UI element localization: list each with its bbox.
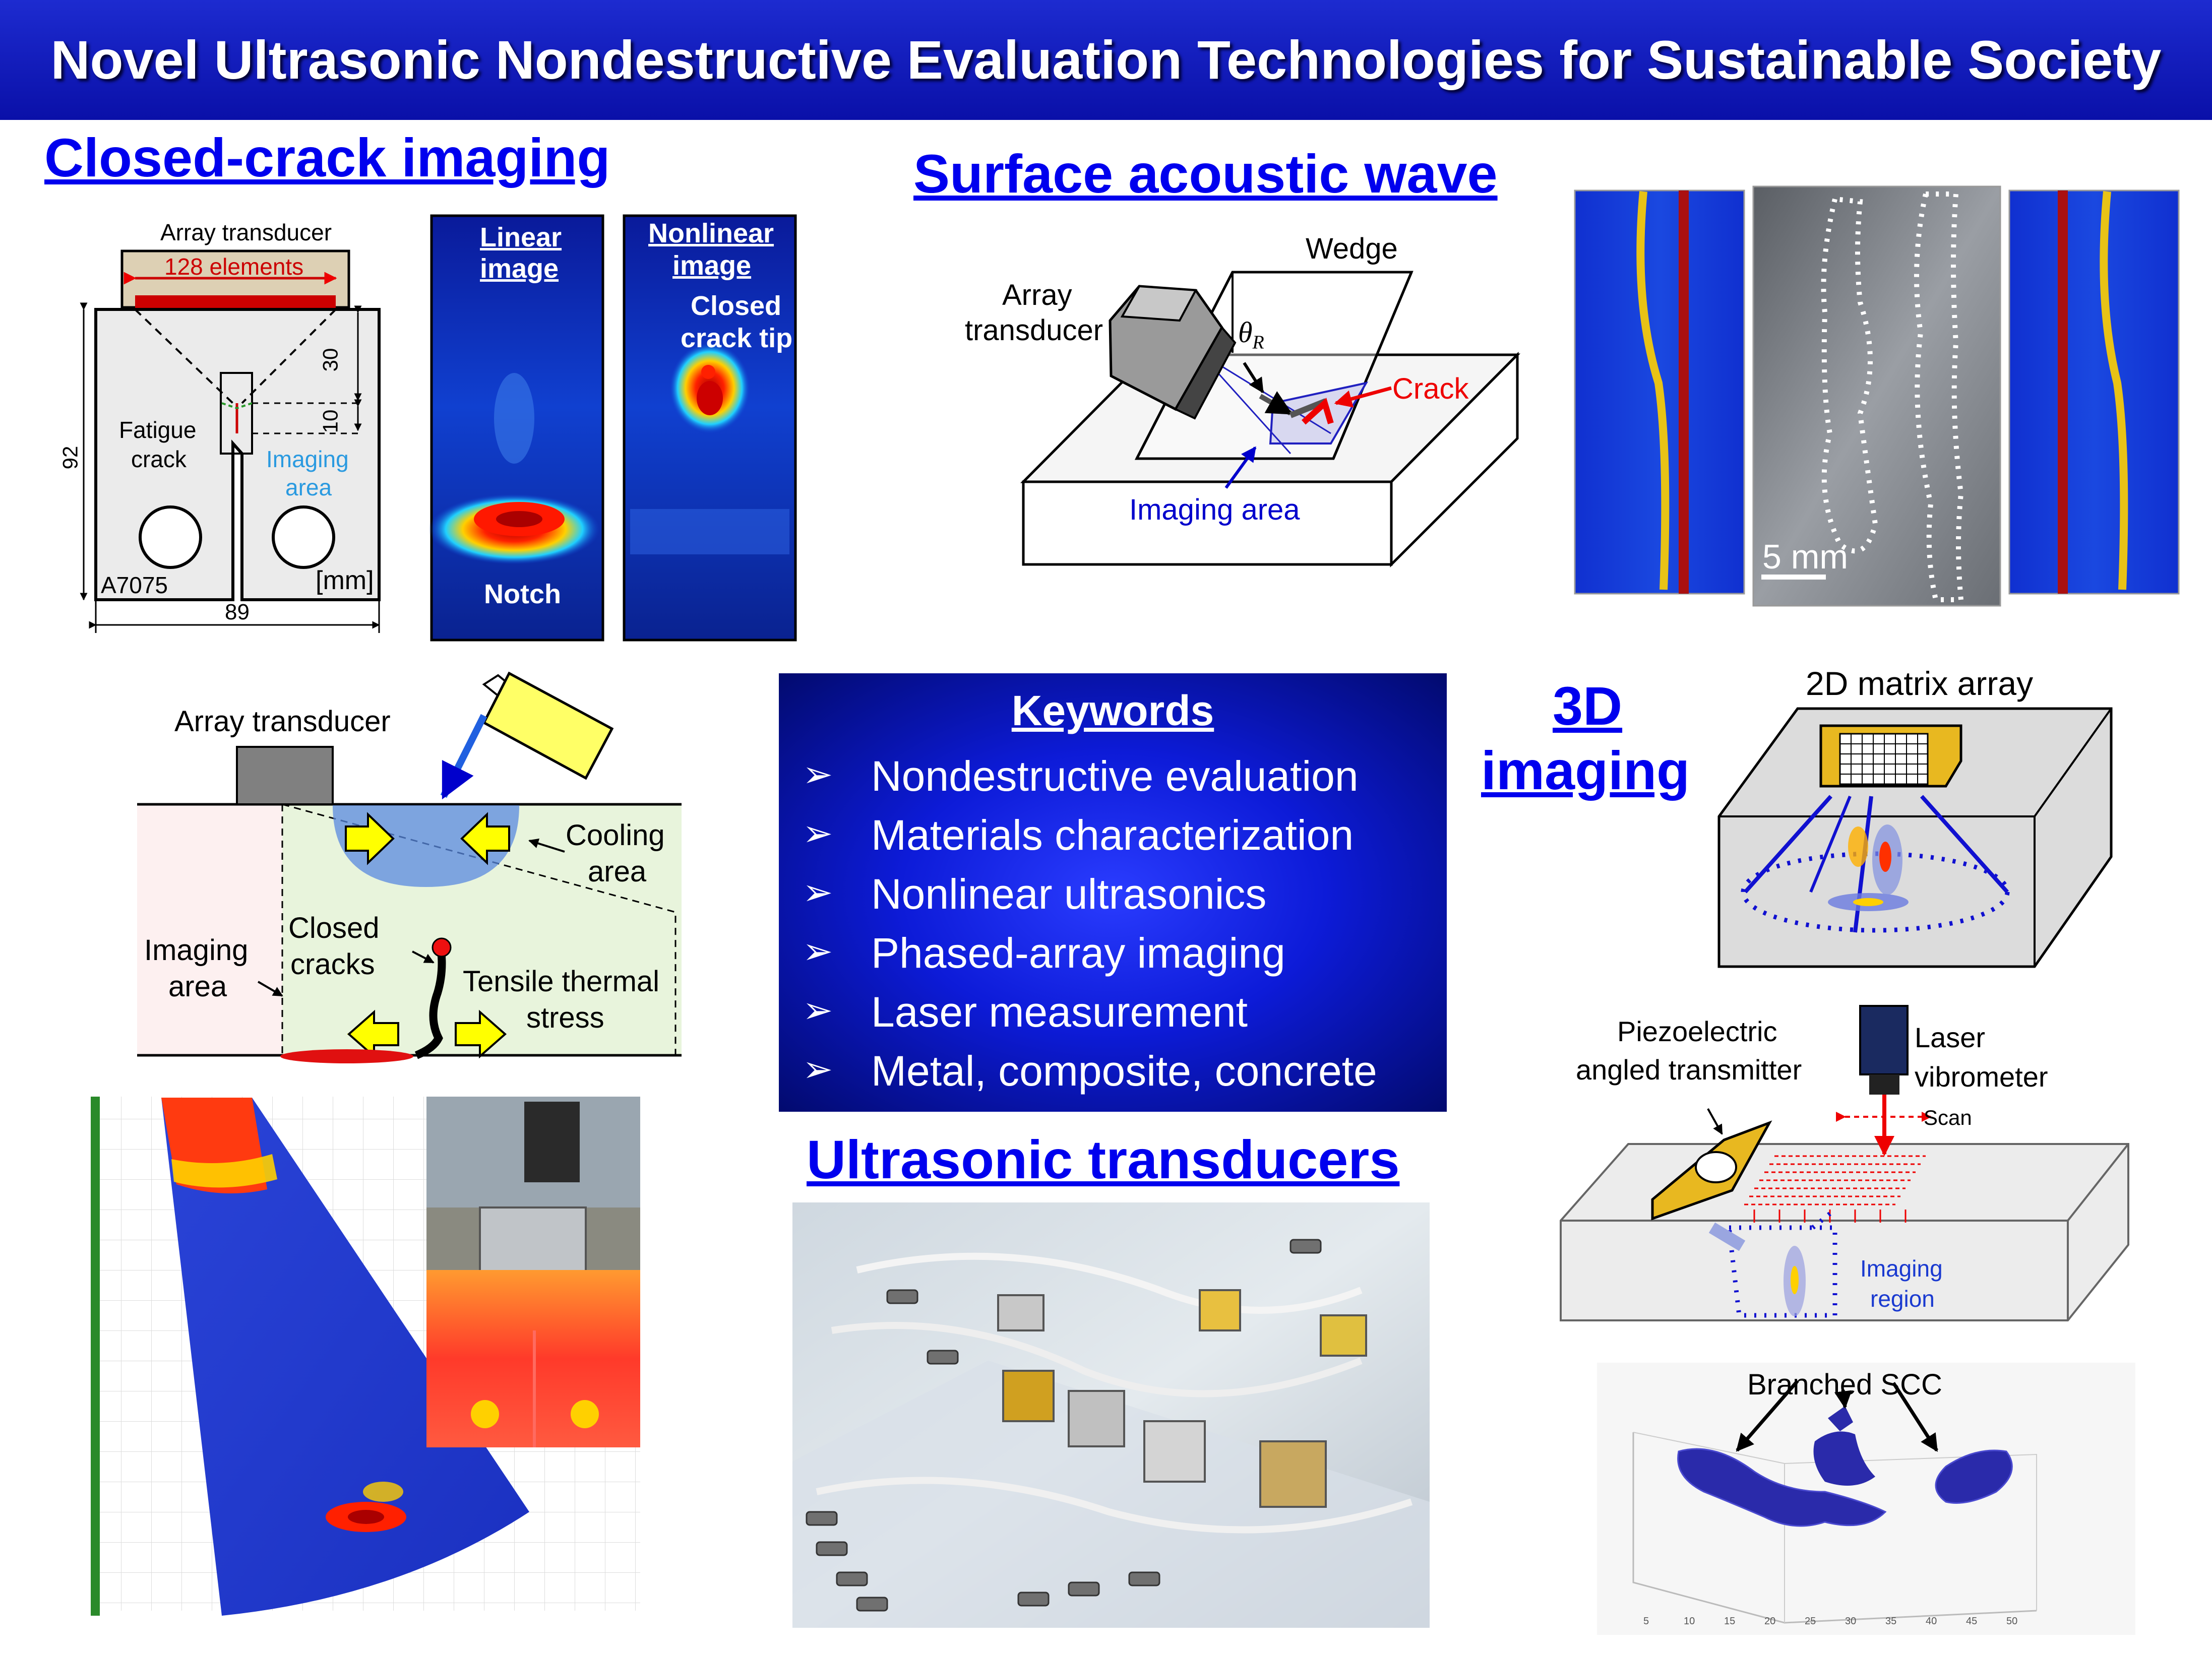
keyword-item: ➢ Phased-array imaging: [803, 929, 1443, 988]
theta-label: θR: [1238, 315, 1264, 354]
section-transducers: Ultrasonic transducers: [807, 1129, 1400, 1190]
nonlinear-label-1: Nonlinear: [648, 218, 774, 248]
saw-array-label-1: Array: [1002, 279, 1072, 311]
keyword-item: ➢ Materials characterization: [803, 811, 1443, 870]
title-banner: [0, 0, 2212, 120]
cooling-label-1: Cooling: [566, 819, 665, 852]
notch-label: Notch: [484, 579, 561, 609]
thermal-array-label: Array transducer: [174, 705, 391, 738]
section-saw: Surface acoustic wave: [913, 143, 1498, 204]
scan-label: Scan: [1924, 1106, 1972, 1129]
dim-30-label: 30: [318, 348, 342, 372]
keywords-list: ➢ Nondestructive evaluation ➢ Materials …: [803, 752, 1443, 1106]
saw-diagram: [1020, 271, 1521, 568]
section-3d-line1: 3D: [1553, 675, 1623, 736]
keyword-arrow-icon: ➢: [803, 990, 833, 1031]
section-closed-crack: Closed-crack imaging: [44, 127, 610, 188]
crack-label: Crack: [1392, 372, 1469, 405]
keyword-text: Laser measurement: [871, 988, 1248, 1036]
specimen-array-label: Array transducer: [160, 219, 332, 245]
keyword-text: Nondestructive evaluation: [871, 752, 1359, 800]
keyword-item: ➢ Nonlinear ultrasonics: [803, 870, 1443, 929]
keywords-box: [779, 673, 1447, 1112]
scc-tick: 25: [1805, 1616, 1816, 1627]
wedge-label: Wedge: [1306, 232, 1398, 265]
imaging-area-label-1: Imaging: [266, 446, 349, 472]
keywords-title: Keywords: [1011, 687, 1214, 734]
unit-label: [mm]: [316, 566, 374, 595]
keyword-text: Phased-array imaging: [871, 929, 1285, 977]
scc-tick: 20: [1764, 1616, 1776, 1627]
keyword-item: ➢ Metal, composite, concrete: [803, 1047, 1443, 1106]
scc-tick: 5: [1643, 1616, 1649, 1627]
tip-label-2: crack tip: [681, 323, 793, 353]
tip-label-1: Closed: [691, 291, 782, 321]
linear-label-1: Linear: [480, 222, 562, 252]
laser-label-2: vibrometer: [1915, 1061, 2048, 1093]
imaging-area-label-2: area: [285, 474, 332, 500]
region-label-2: region: [1870, 1286, 1935, 1312]
keyword-arrow-icon: ➢: [803, 931, 833, 972]
closed-cracks-label-1: Closed: [288, 912, 380, 944]
dim-10-label: 10: [318, 409, 342, 433]
scc-tick: 15: [1724, 1616, 1736, 1627]
fatigue-label-1: Fatigue: [119, 417, 197, 443]
keyword-arrow-icon: ➢: [803, 872, 833, 913]
keyword-text: Materials characterization: [871, 811, 1354, 859]
linear-label-2: image: [480, 253, 559, 284]
nonlinear-label-2: image: [672, 250, 752, 281]
keyword-arrow-icon: ➢: [803, 754, 833, 795]
keyword-arrow-icon: ➢: [803, 1049, 833, 1090]
cooling-label-2: area: [588, 855, 647, 888]
region-label-1: Imaging: [1860, 1255, 1943, 1282]
keyword-text: Nonlinear ultrasonics: [871, 870, 1267, 918]
fatigue-label-2: crack: [131, 446, 187, 472]
scale-bar-label: 5 mm: [1762, 538, 1848, 576]
scc-tick: 35: [1885, 1616, 1897, 1627]
scc-tick: 30: [1845, 1616, 1857, 1627]
dim-89-label: 89: [225, 600, 250, 624]
scc-tick: 50: [2006, 1616, 2018, 1627]
transducers-photo: [792, 1202, 1430, 1628]
keyword-item: ➢ Nondestructive evaluation: [803, 752, 1443, 811]
piezo-label-1: Piezoelectric: [1617, 1015, 1777, 1047]
matrix-array-label: 2D matrix array: [1806, 665, 2034, 702]
scc-tick: 40: [1926, 1616, 1937, 1627]
theta-subscript: R: [1252, 332, 1264, 353]
scc-label: Branched SCC: [1747, 1368, 1942, 1401]
laser-vibrometer-diagram: [1560, 1005, 2129, 1321]
material-label: A7075: [101, 572, 168, 598]
saw-array-label-2: transducer: [965, 314, 1103, 347]
thermal-imaging-label-2: area: [168, 970, 227, 1003]
piezo-label-2: angled transmitter: [1576, 1054, 1802, 1086]
closed-cracks-label-2: cracks: [290, 948, 375, 981]
keyword-item: ➢ Laser measurement: [803, 988, 1443, 1047]
dim-92-label: 92: [58, 446, 82, 470]
specimen-drawing: [80, 249, 381, 633]
page-title: Novel Ultrasonic Nondestructive Evaluati…: [50, 29, 2162, 90]
thermal-imaging-label-1: Imaging: [144, 934, 249, 967]
tensile-label-1: Tensile thermal: [463, 965, 660, 998]
keyword-arrow-icon: ➢: [803, 813, 833, 854]
nonlinear-image-panel: [623, 214, 797, 642]
thermal-diagram: [137, 671, 682, 1063]
saw-imaging-area-label: Imaging area: [1129, 493, 1300, 526]
scc-tick: 10: [1684, 1616, 1695, 1627]
elements-label: 128 elements: [164, 253, 304, 280]
scc-plot: [1597, 1363, 2135, 1635]
sector-scan: [91, 1097, 640, 1616]
laser-label-1: Laser: [1915, 1022, 1986, 1053]
scc-axis-ticks: 5 10 15 20 25 30 35 40 45 50: [1643, 1616, 2047, 1631]
scc-tick: 45: [1966, 1616, 1978, 1627]
linear-image-panel: [428, 214, 604, 642]
theta-symbol: θ: [1238, 316, 1253, 349]
tensile-label-2: stress: [526, 1001, 604, 1034]
keyword-text: Metal, composite, concrete: [871, 1047, 1377, 1095]
matrix-array-diagram: [1717, 707, 2113, 968]
section-3d-line2: imaging: [1481, 740, 1690, 801]
bscan-strips: [1574, 185, 2180, 607]
